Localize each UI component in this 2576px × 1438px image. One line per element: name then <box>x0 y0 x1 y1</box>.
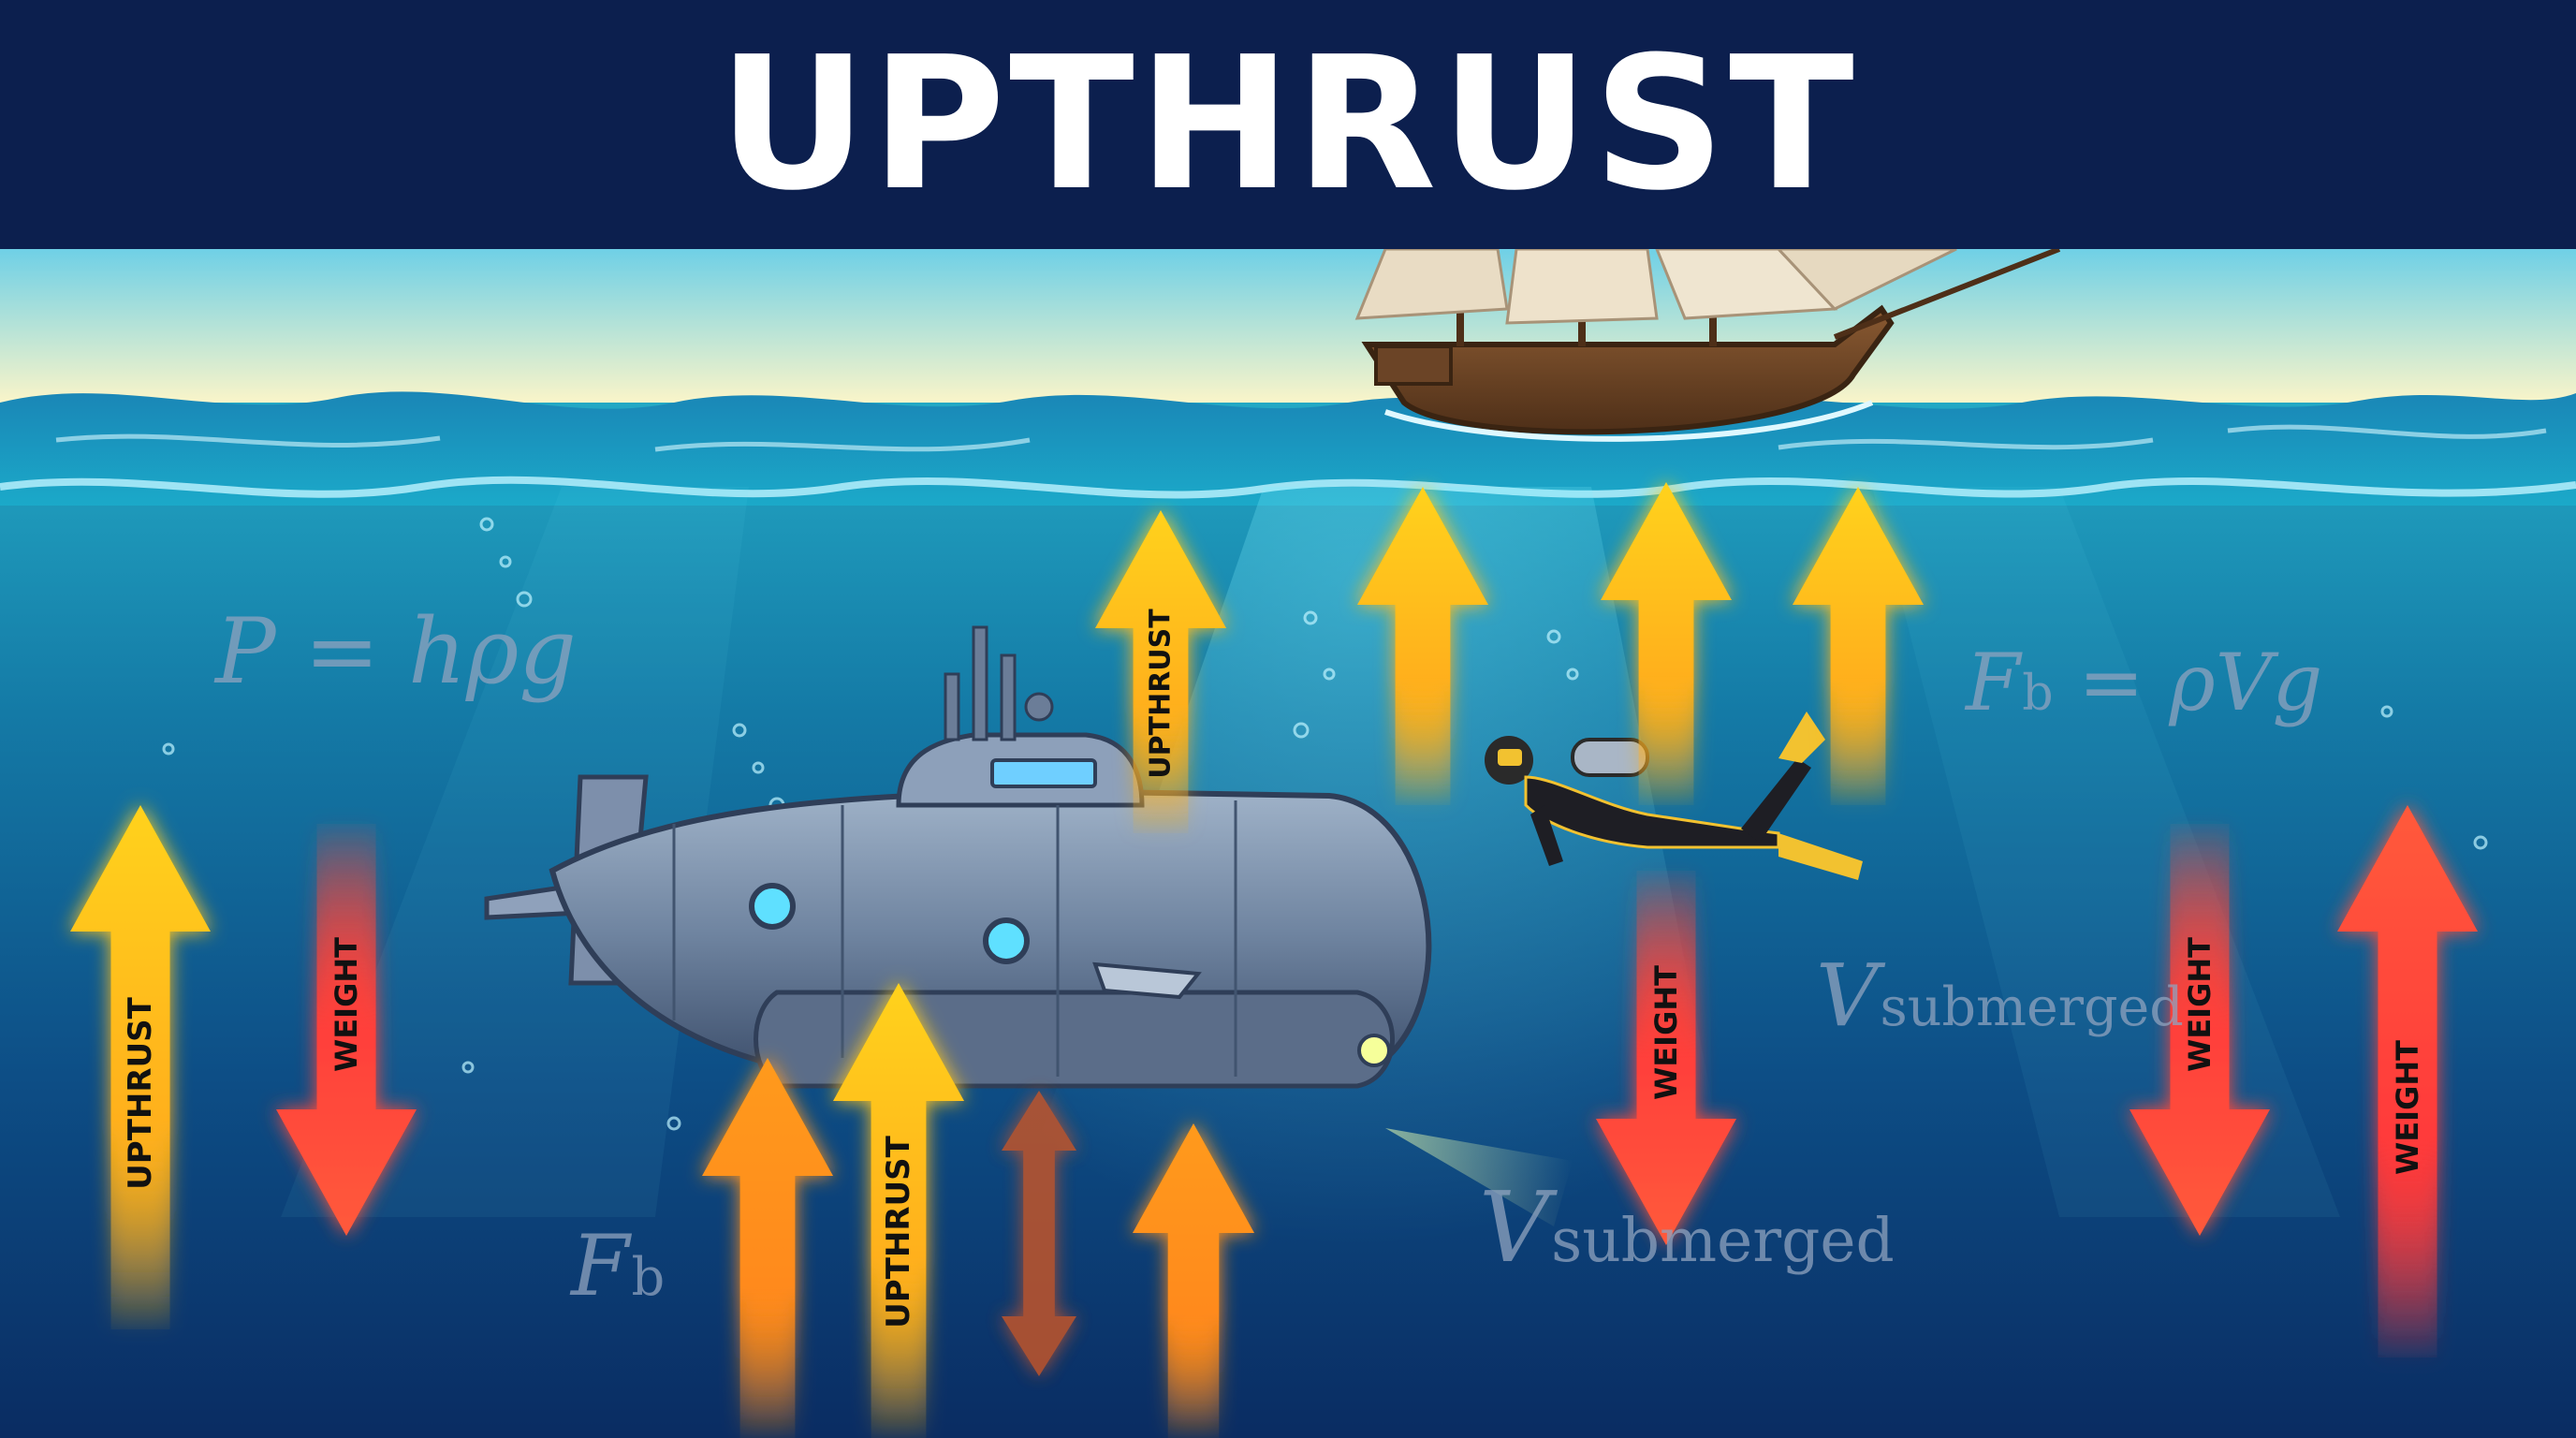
v-symbol-upper: V <box>1816 946 1879 1046</box>
v-subscript-lower: submerged <box>1551 1206 1895 1276</box>
weight-arrow-8 <box>1002 1091 1076 1376</box>
upthrust-arrow-5 <box>1793 487 1924 805</box>
upthrust-arrow-2 <box>1095 510 1226 833</box>
weight-arrow-label: WEIGHT <box>2390 1039 2425 1175</box>
v-submerged-upper: Vsubmerged <box>1816 946 2184 1046</box>
title-bar <box>0 0 2576 249</box>
upthrust-arrow-label: UPTHRUST <box>1144 608 1178 779</box>
fb-lhs-subscript: b <box>2022 666 2054 722</box>
pressure-formula-text: P = hρg <box>215 599 577 704</box>
fb-symbol: Fb <box>571 1217 665 1315</box>
fb-symbol-letter: F <box>571 1217 630 1315</box>
fb-lhs-symbol: F <box>1966 637 2021 728</box>
buoyant-force-formula: Fb = ρVg <box>1966 637 2322 728</box>
page-title: UPTHRUST <box>718 18 1858 231</box>
sailing-ship-icon <box>1354 243 2061 442</box>
upthrust-arrow-0 <box>70 805 211 1329</box>
weight-arrow-11 <box>2130 824 2270 1236</box>
upthrust-arrow-9 <box>1133 1123 1254 1438</box>
upthrust-arrow-label: UPTHRUST <box>122 996 159 1190</box>
upthrust-arrow-7 <box>833 983 964 1438</box>
fb-rhs: = ρVg <box>2053 637 2323 728</box>
upthrust-arrow-6 <box>702 1058 833 1438</box>
fb-symbol-subscript: b <box>631 1247 666 1308</box>
scuba-diver-icon <box>1485 712 1863 880</box>
v-submerged-lower: Vsubmerged <box>1479 1170 1895 1284</box>
weight-arrow-label: WEIGHT <box>329 936 364 1072</box>
sky <box>0 249 2576 408</box>
ocean-surface <box>0 391 2576 506</box>
weight-arrow-12 <box>2337 805 2478 1357</box>
weight-arrow-label: WEIGHT <box>1648 964 1684 1100</box>
v-subscript-upper: submerged <box>1880 976 2184 1038</box>
weight-arrow-label: WEIGHT <box>2182 936 2217 1072</box>
upthrust-arrow-label: UPTHRUST <box>880 1136 917 1328</box>
upthrust-arrow-3 <box>1357 487 1488 805</box>
v-symbol-lower: V <box>1479 1170 1550 1284</box>
upthrust-arrow-4 <box>1601 482 1732 805</box>
pressure-formula: P = hρg <box>215 599 577 704</box>
weight-arrow-1 <box>276 824 417 1236</box>
weight-arrow-10 <box>1596 871 1736 1245</box>
